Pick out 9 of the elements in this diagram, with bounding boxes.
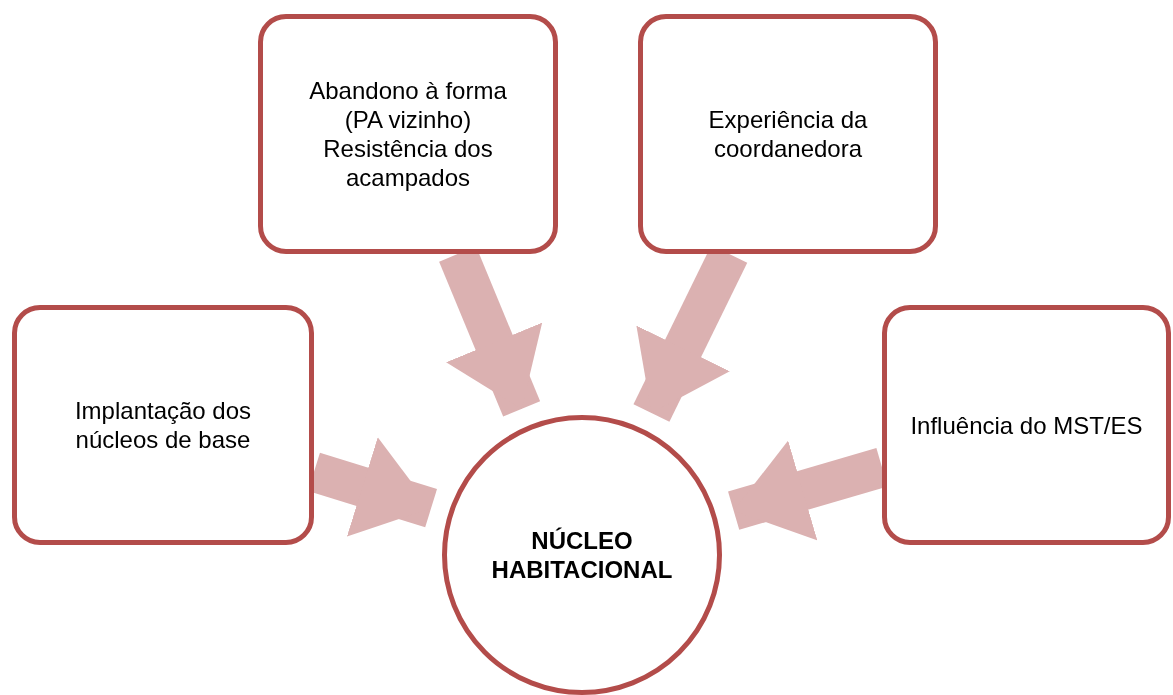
rounded-box <box>12 305 314 545</box>
node-text: Abandono à forma (PA vizinho) Resistência dos acampados <box>308 76 508 192</box>
node-text: Experiência da coordanedora <box>707 105 869 163</box>
rounded-box <box>258 14 558 254</box>
node-text: NÚCLEO HABITACIONAL <box>490 526 674 584</box>
node-text: Influência do MST/ES <box>909 410 1144 440</box>
rounded-box <box>638 14 938 254</box>
rounded-box <box>882 305 1171 545</box>
node-text: Implantação dos núcleos de base <box>73 396 253 454</box>
